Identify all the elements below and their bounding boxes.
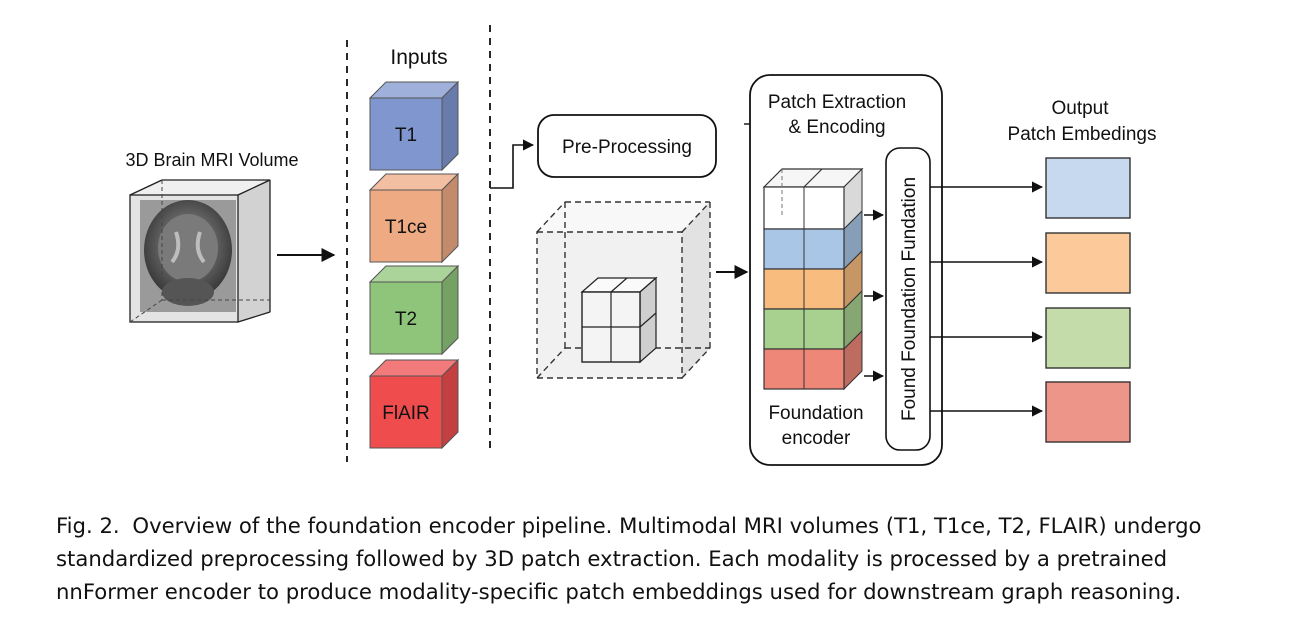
figure-caption: Fig. 2. Overview of the foundation encod… xyxy=(56,509,1256,608)
inputs-heading: Inputs xyxy=(390,46,447,69)
patch-grid-cube xyxy=(580,276,658,364)
mri-volume-cube xyxy=(129,179,271,323)
stack-layer-4 xyxy=(763,329,863,391)
modality-cube-1: T1ce xyxy=(368,172,460,264)
output-embeddings xyxy=(930,157,1131,443)
modality-label-2: T2 xyxy=(395,309,417,330)
stack-layer-0 xyxy=(763,167,863,231)
output-heading-line1: Output xyxy=(1051,98,1109,119)
output-embedding-0 xyxy=(1045,157,1131,219)
patch-stack xyxy=(762,167,864,391)
foundation-encoder-label-line1: Foundation xyxy=(768,403,863,424)
arrow-inputs-to-preprocessing xyxy=(490,139,535,189)
pipeline-diagram: 3D Brain MRI Volume Inputs T1T1ceT2FlAIR… xyxy=(125,25,1157,466)
output-embedding-1 xyxy=(1045,232,1131,294)
modality-label-0: T1 xyxy=(395,125,417,146)
modality-cube-3: FlAIR xyxy=(368,358,460,450)
figure-number: Fig. 2. xyxy=(56,513,120,538)
patch-volume xyxy=(536,201,711,379)
modality-cube-2: T2 xyxy=(368,264,460,356)
foundation-encoder-label-line2: encoder xyxy=(782,428,851,449)
output-embedding-3 xyxy=(1045,381,1131,443)
modality-label-1: T1ce xyxy=(385,217,427,238)
modality-label-3: FlAIR xyxy=(382,403,430,424)
stack-layer-1 xyxy=(763,209,863,271)
patch-extraction-label: Patch Extraction xyxy=(768,92,906,113)
output-embedding-2 xyxy=(1045,307,1131,369)
preprocessing-label: Pre-Processing xyxy=(562,137,692,158)
foundation-vertical-box xyxy=(885,147,931,451)
modality-cube-0: T1 xyxy=(368,80,460,172)
foundation-vertical-label: Found Foundation Fundation xyxy=(899,177,920,421)
input-volume-label: 3D Brain MRI Volume xyxy=(125,150,298,170)
patch-encoding-label: & Encoding xyxy=(788,117,885,138)
stack-layer-2 xyxy=(763,249,863,311)
caption-text: Overview of the foundation encoder pipel… xyxy=(56,513,1202,604)
stack-layer-3 xyxy=(763,289,863,351)
preprocessing-box xyxy=(537,114,717,178)
stack-to-encoder-arrows xyxy=(864,209,885,382)
output-heading-line2: Patch Embedings xyxy=(1008,124,1157,145)
brain-slice-image xyxy=(140,200,236,312)
